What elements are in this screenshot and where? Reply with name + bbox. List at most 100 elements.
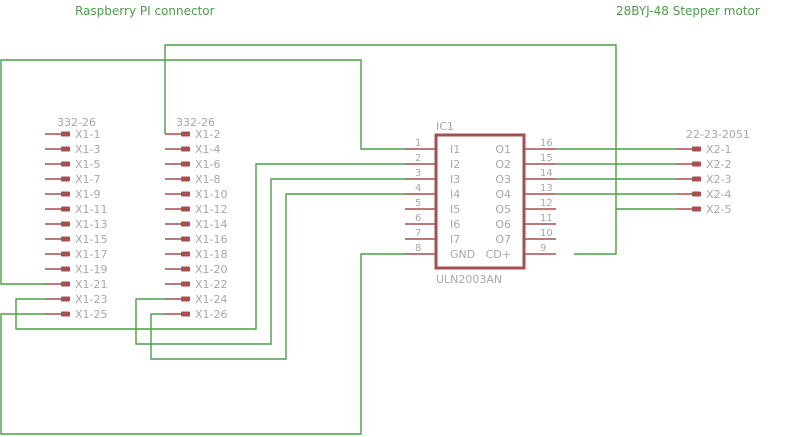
pin-label: X1-5	[75, 158, 101, 171]
pin-label: X1-3	[75, 143, 101, 156]
pin-pad-icon	[61, 161, 70, 167]
raspberry-pi-title: Raspberry PI connector	[75, 4, 215, 18]
pin-pad-icon	[692, 146, 701, 152]
ic1-value-label: ULN2003AN	[436, 273, 502, 286]
pin-name: I7	[450, 233, 460, 246]
pin-label: X1-26	[195, 308, 228, 321]
pin-x2-4[interactable]: X2-4	[676, 188, 732, 201]
wire-x1-2-to-cd[interactable]	[164, 44, 617, 255]
pin-x1-5[interactable]: X1-5	[45, 158, 101, 171]
ic1-pin-6[interactable]: 6 I6	[405, 213, 460, 231]
pin-x1-6[interactable]: X1-6	[165, 158, 221, 171]
pin-pad-icon	[692, 206, 701, 212]
pin-x1-13[interactable]: X1-13	[45, 218, 108, 231]
pin-x1-25[interactable]: X1-25	[45, 308, 108, 321]
pin-label: X2-2	[706, 158, 732, 171]
pin-x1-18[interactable]: X1-18	[165, 248, 228, 261]
pin-x1-15[interactable]: X1-15	[45, 233, 108, 246]
pin-name: O6	[495, 218, 511, 231]
pin-x2-5[interactable]: X2-5	[676, 203, 732, 216]
wire-x1-25-to-gnd[interactable]	[0, 253, 405, 435]
pin-x1-3[interactable]: X1-3	[45, 143, 101, 156]
pin-x1-4[interactable]: X1-4	[165, 143, 221, 156]
pin-x1-9[interactable]: X1-9	[45, 188, 101, 201]
wire-x1-21-to-i1[interactable]	[0, 59, 405, 285]
pin-x1-8[interactable]: X1-8	[165, 173, 221, 186]
pin-x1-24[interactable]: X1-24	[165, 293, 228, 306]
pin-x1-2[interactable]: X1-2	[165, 128, 221, 141]
pin-label: X1-8	[195, 173, 221, 186]
pin-number: 5	[415, 198, 421, 209]
pin-pad-icon	[61, 281, 70, 287]
pin-label: X1-21	[75, 278, 108, 291]
pin-name: I6	[450, 218, 460, 231]
pin-pad-icon	[61, 191, 70, 197]
pin-label: X1-11	[75, 203, 108, 216]
pin-x2-3[interactable]: X2-3	[676, 173, 732, 186]
x1-odd-pins: X1-1X1-3X1-5X1-7X1-9X1-11X1-13X1-15X1-17…	[45, 128, 108, 321]
pin-pad-icon	[181, 311, 190, 317]
pin-name: I4	[450, 188, 460, 201]
pin-pad-icon	[61, 311, 70, 317]
pin-pad-icon	[692, 176, 701, 182]
wire-x1-26-to-i4[interactable]	[150, 193, 405, 360]
pin-label: X1-19	[75, 263, 108, 276]
pin-number: 2	[415, 153, 421, 164]
pin-label: X1-6	[195, 158, 221, 171]
pin-x1-23[interactable]: X1-23	[45, 293, 108, 306]
pin-name: CD+	[486, 248, 511, 261]
pin-label: X1-4	[195, 143, 221, 156]
stepper-motor-title: 28BYJ-48 Stepper motor	[616, 4, 760, 18]
ic1-pin-4[interactable]: 4 I4	[405, 183, 460, 201]
pin-x1-12[interactable]: X1-12	[165, 203, 228, 216]
pin-label: X1-18	[195, 248, 228, 261]
pin-label: X2-5	[706, 203, 732, 216]
pin-x1-11[interactable]: X1-11	[45, 203, 108, 216]
pin-x1-22[interactable]: X1-22	[165, 278, 228, 291]
pin-pad-icon	[61, 131, 70, 137]
pin-x1-1[interactable]: X1-1	[45, 128, 101, 141]
pin-x1-7[interactable]: X1-7	[45, 173, 101, 186]
pin-x2-2[interactable]: X2-2	[676, 158, 732, 171]
pin-pad-icon	[181, 221, 190, 227]
pin-x1-20[interactable]: X1-20	[165, 263, 228, 276]
pin-x1-21[interactable]: X1-21	[45, 278, 108, 291]
pin-label: X1-13	[75, 218, 108, 231]
pin-pad-icon	[61, 266, 70, 272]
pin-number: 14	[540, 168, 553, 179]
pin-x1-14[interactable]: X1-14	[165, 218, 228, 231]
pin-pad-icon	[181, 176, 190, 182]
x1-right-part-label: 332-26	[176, 116, 215, 129]
pin-label: X1-17	[75, 248, 108, 261]
pin-label: X1-23	[75, 293, 108, 306]
ic1-pin-9[interactable]: 9CD+	[486, 243, 556, 261]
pin-x1-10[interactable]: X1-10	[165, 188, 228, 201]
pin-x1-17[interactable]: X1-17	[45, 248, 108, 261]
pin-number: 4	[415, 183, 421, 194]
pin-pad-icon	[61, 146, 70, 152]
pin-number: 6	[415, 213, 421, 224]
wire-x1-24-to-i3[interactable]	[135, 178, 405, 345]
pin-x2-1[interactable]: X2-1	[676, 143, 732, 156]
pin-pad-icon	[181, 206, 190, 212]
pin-number: 1	[415, 138, 421, 149]
ic1-body[interactable]	[434, 133, 526, 270]
pin-pad-icon	[692, 191, 701, 197]
pin-x1-16[interactable]: X1-16	[165, 233, 228, 246]
pin-x1-19[interactable]: X1-19	[45, 263, 108, 276]
pin-x1-26[interactable]: X1-26	[165, 308, 228, 321]
